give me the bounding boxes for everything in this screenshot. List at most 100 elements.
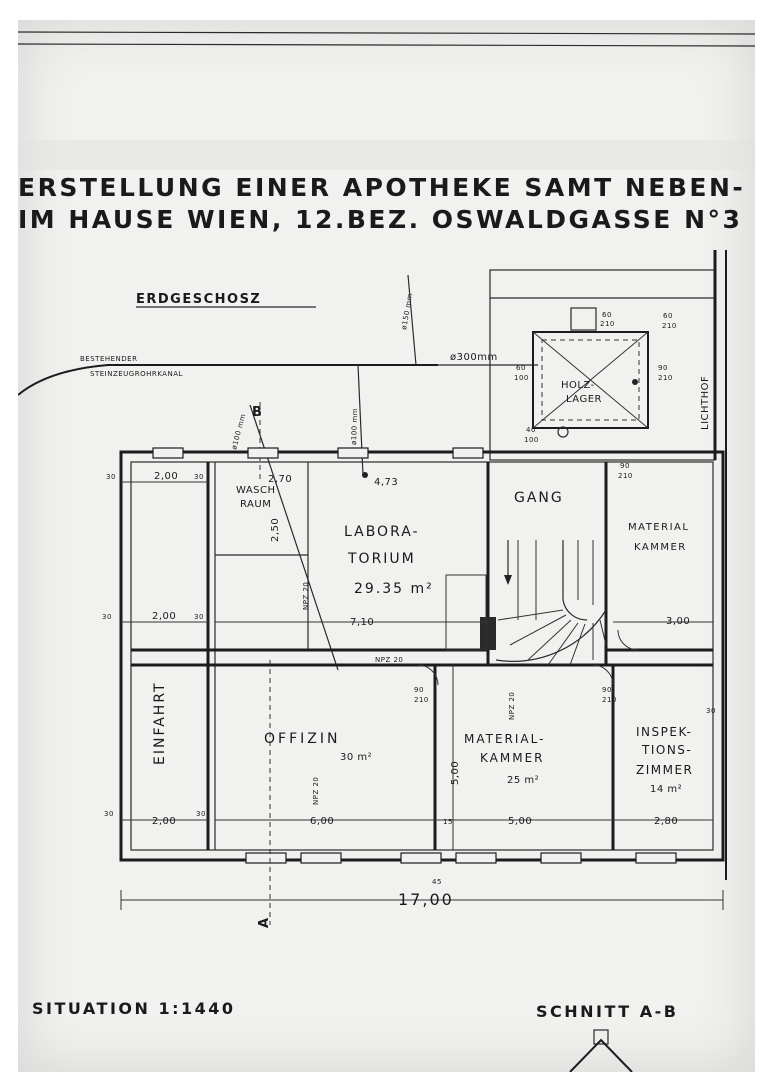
courtyard-fitting xyxy=(557,426,569,438)
inspektion-label-1: INSPEK- xyxy=(636,725,692,739)
holzlager-cross-2 xyxy=(532,331,649,429)
section-label-b: B xyxy=(252,405,262,420)
opening-100: 100 xyxy=(514,374,529,382)
materialkammer-oben-label-1: MATERIAL xyxy=(628,522,689,533)
laboratorium-area: 29.35 m² xyxy=(354,581,434,597)
windows-bottom xyxy=(245,852,677,864)
diagonal-pipe xyxy=(249,404,339,671)
dim-30e: 30 xyxy=(104,810,114,818)
stair-arrow-head xyxy=(504,575,512,585)
dim-500v: 5,00 xyxy=(450,761,461,785)
opening-90b: 90 xyxy=(414,686,424,694)
opening-60b: 60 xyxy=(663,312,673,320)
frame-line-top xyxy=(18,31,755,35)
courtyard-drain xyxy=(632,379,638,385)
materialkammer-unten-label-1: MATERIAL- xyxy=(464,732,545,746)
dim-250: 2,50 xyxy=(270,518,281,542)
dim-15: 15 xyxy=(443,818,453,826)
gang-label: GANG xyxy=(514,490,564,506)
door-swing-materialkammer xyxy=(617,629,639,651)
stair-outer-arc xyxy=(495,609,607,662)
frame-line-top-2 xyxy=(18,43,755,47)
dim-300: 3,00 xyxy=(666,616,690,627)
dim-45: 45 xyxy=(432,878,442,886)
materialkammer-unten-area: 25 m² xyxy=(507,775,539,786)
pipe-mid-label: ø100 mm xyxy=(350,408,359,445)
door-swing-inspektion xyxy=(592,664,614,686)
title-line-2: IM HAUSE WIEN, 12.BEZ. OSWALDGASSE N°3 xyxy=(18,205,742,234)
building-inner-outline xyxy=(130,461,714,851)
materialkammer-oben-label-2: KAMMER xyxy=(634,542,687,553)
floor-plan-drawing: ERSTELLUNG EINER APOTHEKE SAMT NEBEN- IM… xyxy=(18,31,755,1072)
dim-30b: 30 xyxy=(194,473,204,481)
dim-270: 2,70 xyxy=(268,474,292,485)
holzlager-label-1: HOLZ- xyxy=(561,380,595,391)
door-swing-offizin xyxy=(417,664,439,686)
situation-label: SITUATION 1:1440 xyxy=(32,999,236,1018)
inspektion-label-2: TIONS- xyxy=(641,743,692,757)
bleed-stripe xyxy=(18,140,755,170)
windows-top xyxy=(152,447,484,459)
npz-label-c: NPZ 20 xyxy=(508,692,516,720)
einfahrt-label: EINFAHRT xyxy=(152,681,168,765)
courtyard-shaft xyxy=(570,307,597,331)
opening-210a: 210 xyxy=(600,320,615,328)
npz-label-a: NPZ 20 xyxy=(302,582,310,610)
holzlager-inner xyxy=(541,339,640,421)
stair-inner xyxy=(562,540,588,621)
lichthof-label: LICHTHOF xyxy=(700,376,711,430)
dim-30a: 30 xyxy=(106,473,116,481)
opening-90a: 90 xyxy=(658,364,668,372)
opening-210b: 210 xyxy=(662,322,677,330)
materialkammer-unten-label-2: KAMMER xyxy=(480,751,545,765)
stair-side-flight xyxy=(445,574,487,651)
sewer-pipe xyxy=(18,364,438,396)
stair-landing-fill xyxy=(480,617,496,650)
pipe-left-label: ø100 mm xyxy=(230,413,247,451)
drawing-sheet: ERSTELLUNG EINER APOTHEKE SAMT NEBEN- IM… xyxy=(18,20,755,1072)
opening-100b: 100 xyxy=(524,436,539,444)
dim-710: 7,10 xyxy=(350,617,374,628)
pipe-main-label: ø300mm xyxy=(450,352,498,363)
holzlager-outline xyxy=(532,331,649,429)
opening-60a: 60 xyxy=(602,311,612,319)
dim-30g: 30 xyxy=(706,707,716,715)
roof-fragment xyxy=(569,1038,633,1072)
inspektion-label-3: ZIMMER xyxy=(636,763,693,777)
opening-90d: 90 xyxy=(620,462,630,470)
top-pipe xyxy=(407,274,417,366)
npz-label-d: NPZ 20 xyxy=(375,656,403,664)
dim-30c: 30 xyxy=(102,613,112,621)
opening-210e: 210 xyxy=(602,696,617,704)
dim-500h: 5,00 xyxy=(508,816,532,827)
waschraum-label-1: WASCH xyxy=(236,485,276,496)
dim-200a: 2,00 xyxy=(154,471,178,482)
opening-90c: 90 xyxy=(602,686,612,694)
dim-200c: 2,00 xyxy=(152,816,176,827)
npz-label-b: NPZ 20 xyxy=(312,777,320,805)
opening-210d: 210 xyxy=(414,696,429,704)
chimney xyxy=(593,1029,609,1045)
dim-600: 6,00 xyxy=(310,816,334,827)
holzlager-label-2: LAGER xyxy=(566,394,602,405)
opening-210c: 210 xyxy=(658,374,673,382)
dim-200b: 2,00 xyxy=(152,611,176,622)
title-line-1: ERSTELLUNG EINER APOTHEKE SAMT NEBEN- xyxy=(18,173,745,202)
stair-treads xyxy=(497,540,607,666)
opening-40: 40 xyxy=(526,426,536,434)
offizin-area: 30 m² xyxy=(340,752,372,763)
dim-30f: 30 xyxy=(196,810,206,818)
sewer-label-2: STEINZEUGROHRKANAL xyxy=(90,370,183,378)
floor-label: ERDGESCHOSZ xyxy=(136,292,261,307)
section-label-a: A xyxy=(257,918,272,928)
inspektion-area: 14 m² xyxy=(650,784,682,795)
building-outline xyxy=(119,450,725,862)
schnitt-label: SCHNITT A-B xyxy=(536,1002,678,1021)
dim-473: 4,73 xyxy=(374,477,398,488)
laboratorium-label-1: LABORA- xyxy=(344,524,420,540)
waschraum-label-2: RAUM xyxy=(240,499,271,510)
offizin-label: OFFIZIN xyxy=(264,731,340,747)
dim-30d: 30 xyxy=(194,613,204,621)
dim-total: 17,00 xyxy=(398,890,454,909)
opening-210f: 210 xyxy=(618,472,633,480)
